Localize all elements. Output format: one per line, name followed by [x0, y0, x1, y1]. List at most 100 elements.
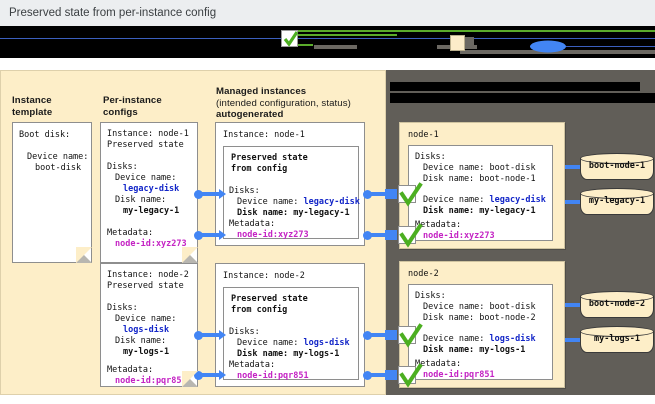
- config-instance-line-node-1: Instance: node-1: [107, 129, 189, 139]
- actual-disks-label-node-2: Disks:: [415, 291, 446, 301]
- managed-device-value-node-1: legacy-disk: [303, 197, 360, 207]
- legend-green-check-badge-icon: [281, 30, 299, 47]
- template-device-name-value: boot-disk: [35, 163, 82, 173]
- connector-dot-managed-metadata-node-1: [363, 231, 372, 240]
- actual-node-title-node-2: node-2: [408, 269, 439, 279]
- disk-cylinder-top: [580, 291, 654, 302]
- config-metadata-label-node-2: Metadata:: [107, 365, 154, 375]
- per-instance-head-l2: configs: [103, 106, 138, 118]
- connector-line-managed-disk-node-2: [369, 333, 387, 337]
- config-diskname-value-node-2: my-logs-1: [123, 347, 170, 357]
- green-check-icon-disk-node-2: [399, 323, 423, 348]
- legend-green-rule-mid: [291, 34, 397, 36]
- managed-device-line-node-2: Device name: logs-disk: [237, 338, 350, 349]
- config-diskname-label-node-2: Disk name:: [115, 336, 167, 346]
- per-instance-config-note-node-1: Instance: node-1 Preserved state Disks: …: [100, 122, 198, 263]
- page-title: Preserved state from per-instance config: [0, 0, 655, 26]
- managed-device-label-node-2: Device name:: [237, 338, 304, 348]
- managed-disks-label-node-1: Disks:: [229, 186, 260, 196]
- config-instance-line-node-2: Instance: node-2: [107, 270, 189, 280]
- template-boot-disk-label: Boot disk:: [19, 130, 71, 140]
- managed-head-l1: Managed instances: [216, 86, 307, 97]
- managed-preserved-l1-node-1: Preserved state: [231, 153, 308, 163]
- template-device-name-label: Device name:: [27, 152, 89, 162]
- config-metadata-value-node-2: node-id:pqr851: [115, 376, 187, 386]
- managed-device-value-node-2: logs-disk: [303, 338, 350, 348]
- managed-disks-label-node-2: Disks:: [229, 327, 260, 337]
- disk-cylinder-top: [580, 188, 654, 199]
- actual-node-card-node-1: node-1 Disks: Device name: boot-disk Dis…: [399, 122, 565, 249]
- check-icon: [283, 31, 299, 47]
- legend-band: [0, 26, 655, 58]
- config-device-value-node-1: legacy-disk: [123, 184, 180, 194]
- actual-device-value-node-1: legacy-disk: [489, 195, 546, 205]
- actual-metadata-value-node-2: node-id:pqr851: [423, 370, 495, 380]
- managed-instance-box-node-1: Instance: node-1 Preserved state from co…: [215, 122, 365, 246]
- actual-node-title-node-1: node-1: [408, 130, 439, 140]
- legend-green-rule-top: [291, 30, 655, 32]
- actual-boot-device-line-node-1: Device name: boot-disk: [423, 163, 536, 173]
- instance-template-head-l1: Instance: [12, 95, 52, 106]
- config-disks-label-node-1: Disks:: [107, 162, 138, 172]
- config-metadata-label-node-1: Metadata:: [107, 228, 154, 238]
- actual-diskname-line-node-1: Disk name: my-legacy-1: [423, 206, 536, 216]
- actual-device-line-node-2: Device name: logs-disk: [423, 334, 536, 345]
- managed-metadata-label-node-2: Metadata:: [229, 360, 276, 370]
- config-disks-label-node-2: Disks:: [107, 303, 138, 313]
- legend-blue-rule: [0, 38, 655, 39]
- config-metadata-value-node-1: node-id:xyz273: [115, 239, 187, 249]
- column-header-per-instance-configs: Per-instance configs: [103, 95, 198, 118]
- managed-preserved-l2-node-2: from config: [231, 305, 288, 315]
- managed-preserved-l2-node-1: from config: [231, 164, 288, 174]
- config-device-label-node-2: Device name:: [115, 314, 177, 324]
- managed-preserved-l1-node-2: Preserved state: [231, 294, 308, 304]
- managed-device-line-node-1: Device name: legacy-disk: [237, 197, 360, 208]
- connector-line-disk-node-2: [200, 333, 220, 337]
- disk-connector-boot-node-1: [565, 165, 581, 169]
- disk-cylinder-boot-node-2: boot-node-2: [580, 291, 654, 319]
- connector-dot-metadata-node-2: [194, 371, 203, 380]
- actual-boot-device-line-node-2: Device name: boot-disk: [423, 302, 536, 312]
- green-check-icon-metadata-node-1: [399, 223, 423, 248]
- managed-metadata-label-node-1: Metadata:: [229, 219, 276, 229]
- legend-disk-cylinder-icon: [530, 40, 566, 53]
- connector-dot-managed-disk-node-2: [363, 331, 372, 340]
- actual-disks-label-node-1: Disks:: [415, 152, 446, 162]
- actual-boot-diskname-line-node-2: Disk name: boot-node-2: [423, 313, 536, 323]
- actual-device-label-node-2: Device name:: [423, 334, 490, 344]
- disk-cylinder-top: [580, 153, 654, 164]
- managed-diskname-line-node-1: Disk name: my-legacy-1: [237, 208, 350, 218]
- connector-square-disk-node-2: [385, 330, 397, 340]
- connector-dot-metadata-node-1: [194, 231, 203, 240]
- config-device-value-node-2: logs-disk: [123, 325, 170, 335]
- connector-dot-managed-disk-node-1: [363, 190, 372, 199]
- disk-connector-data-node-1: [565, 200, 581, 204]
- actual-node-card-node-2: node-2 Disks: Device name: boot-disk Dis…: [399, 261, 565, 388]
- instance-template-note: Boot disk: Device name: boot-disk: [12, 122, 92, 263]
- managed-head-l2: (intended configuration, status): [216, 97, 351, 109]
- legend-cream-swatch-icon: [450, 35, 465, 51]
- actual-device-label-node-1: Device name:: [423, 195, 490, 205]
- managed-head-l3: autogenerated: [216, 109, 284, 121]
- config-preserved-line-node-1: Preserved state: [107, 140, 184, 150]
- managed-diskname-line-node-2: Disk name: my-logs-1: [237, 349, 340, 359]
- disk-cylinder-my-logs-1: my-logs-1: [580, 326, 655, 355]
- actual-metadata-label-node-2: Metadata:: [415, 359, 462, 369]
- green-check-icon-disk-node-1: [399, 182, 423, 207]
- actual-metadata-value-node-1: node-id:xyz273: [423, 231, 495, 241]
- connector-line-disk-node-1: [200, 192, 220, 196]
- connector-line-metadata-node-1: [200, 233, 220, 237]
- disk-cylinder-label-boot-node-2: boot-node-2: [588, 299, 646, 309]
- managed-preserved-inner-box-node-1: Preserved state from config Disks: Devic…: [223, 146, 360, 240]
- connector-square-metadata-node-1: [385, 230, 397, 240]
- managed-instance-box-node-2: Instance: node-2 Preserved state from co…: [215, 263, 365, 387]
- config-device-label-node-1: Device name:: [115, 173, 177, 183]
- connector-square-metadata-node-2: [385, 370, 397, 380]
- right-panel-header-redaction-2: [390, 93, 655, 103]
- instance-template-head-l2: template: [12, 106, 53, 118]
- managed-metadata-value-node-2: node-id:pqr851: [237, 371, 309, 381]
- legend-green-rule-short: [291, 44, 313, 46]
- disk-cylinder-label-boot-node-1: boot-node-1: [588, 161, 646, 171]
- disk-connector-data-node-2: [565, 338, 581, 342]
- connector-line-managed-metadata-node-2: [369, 373, 387, 377]
